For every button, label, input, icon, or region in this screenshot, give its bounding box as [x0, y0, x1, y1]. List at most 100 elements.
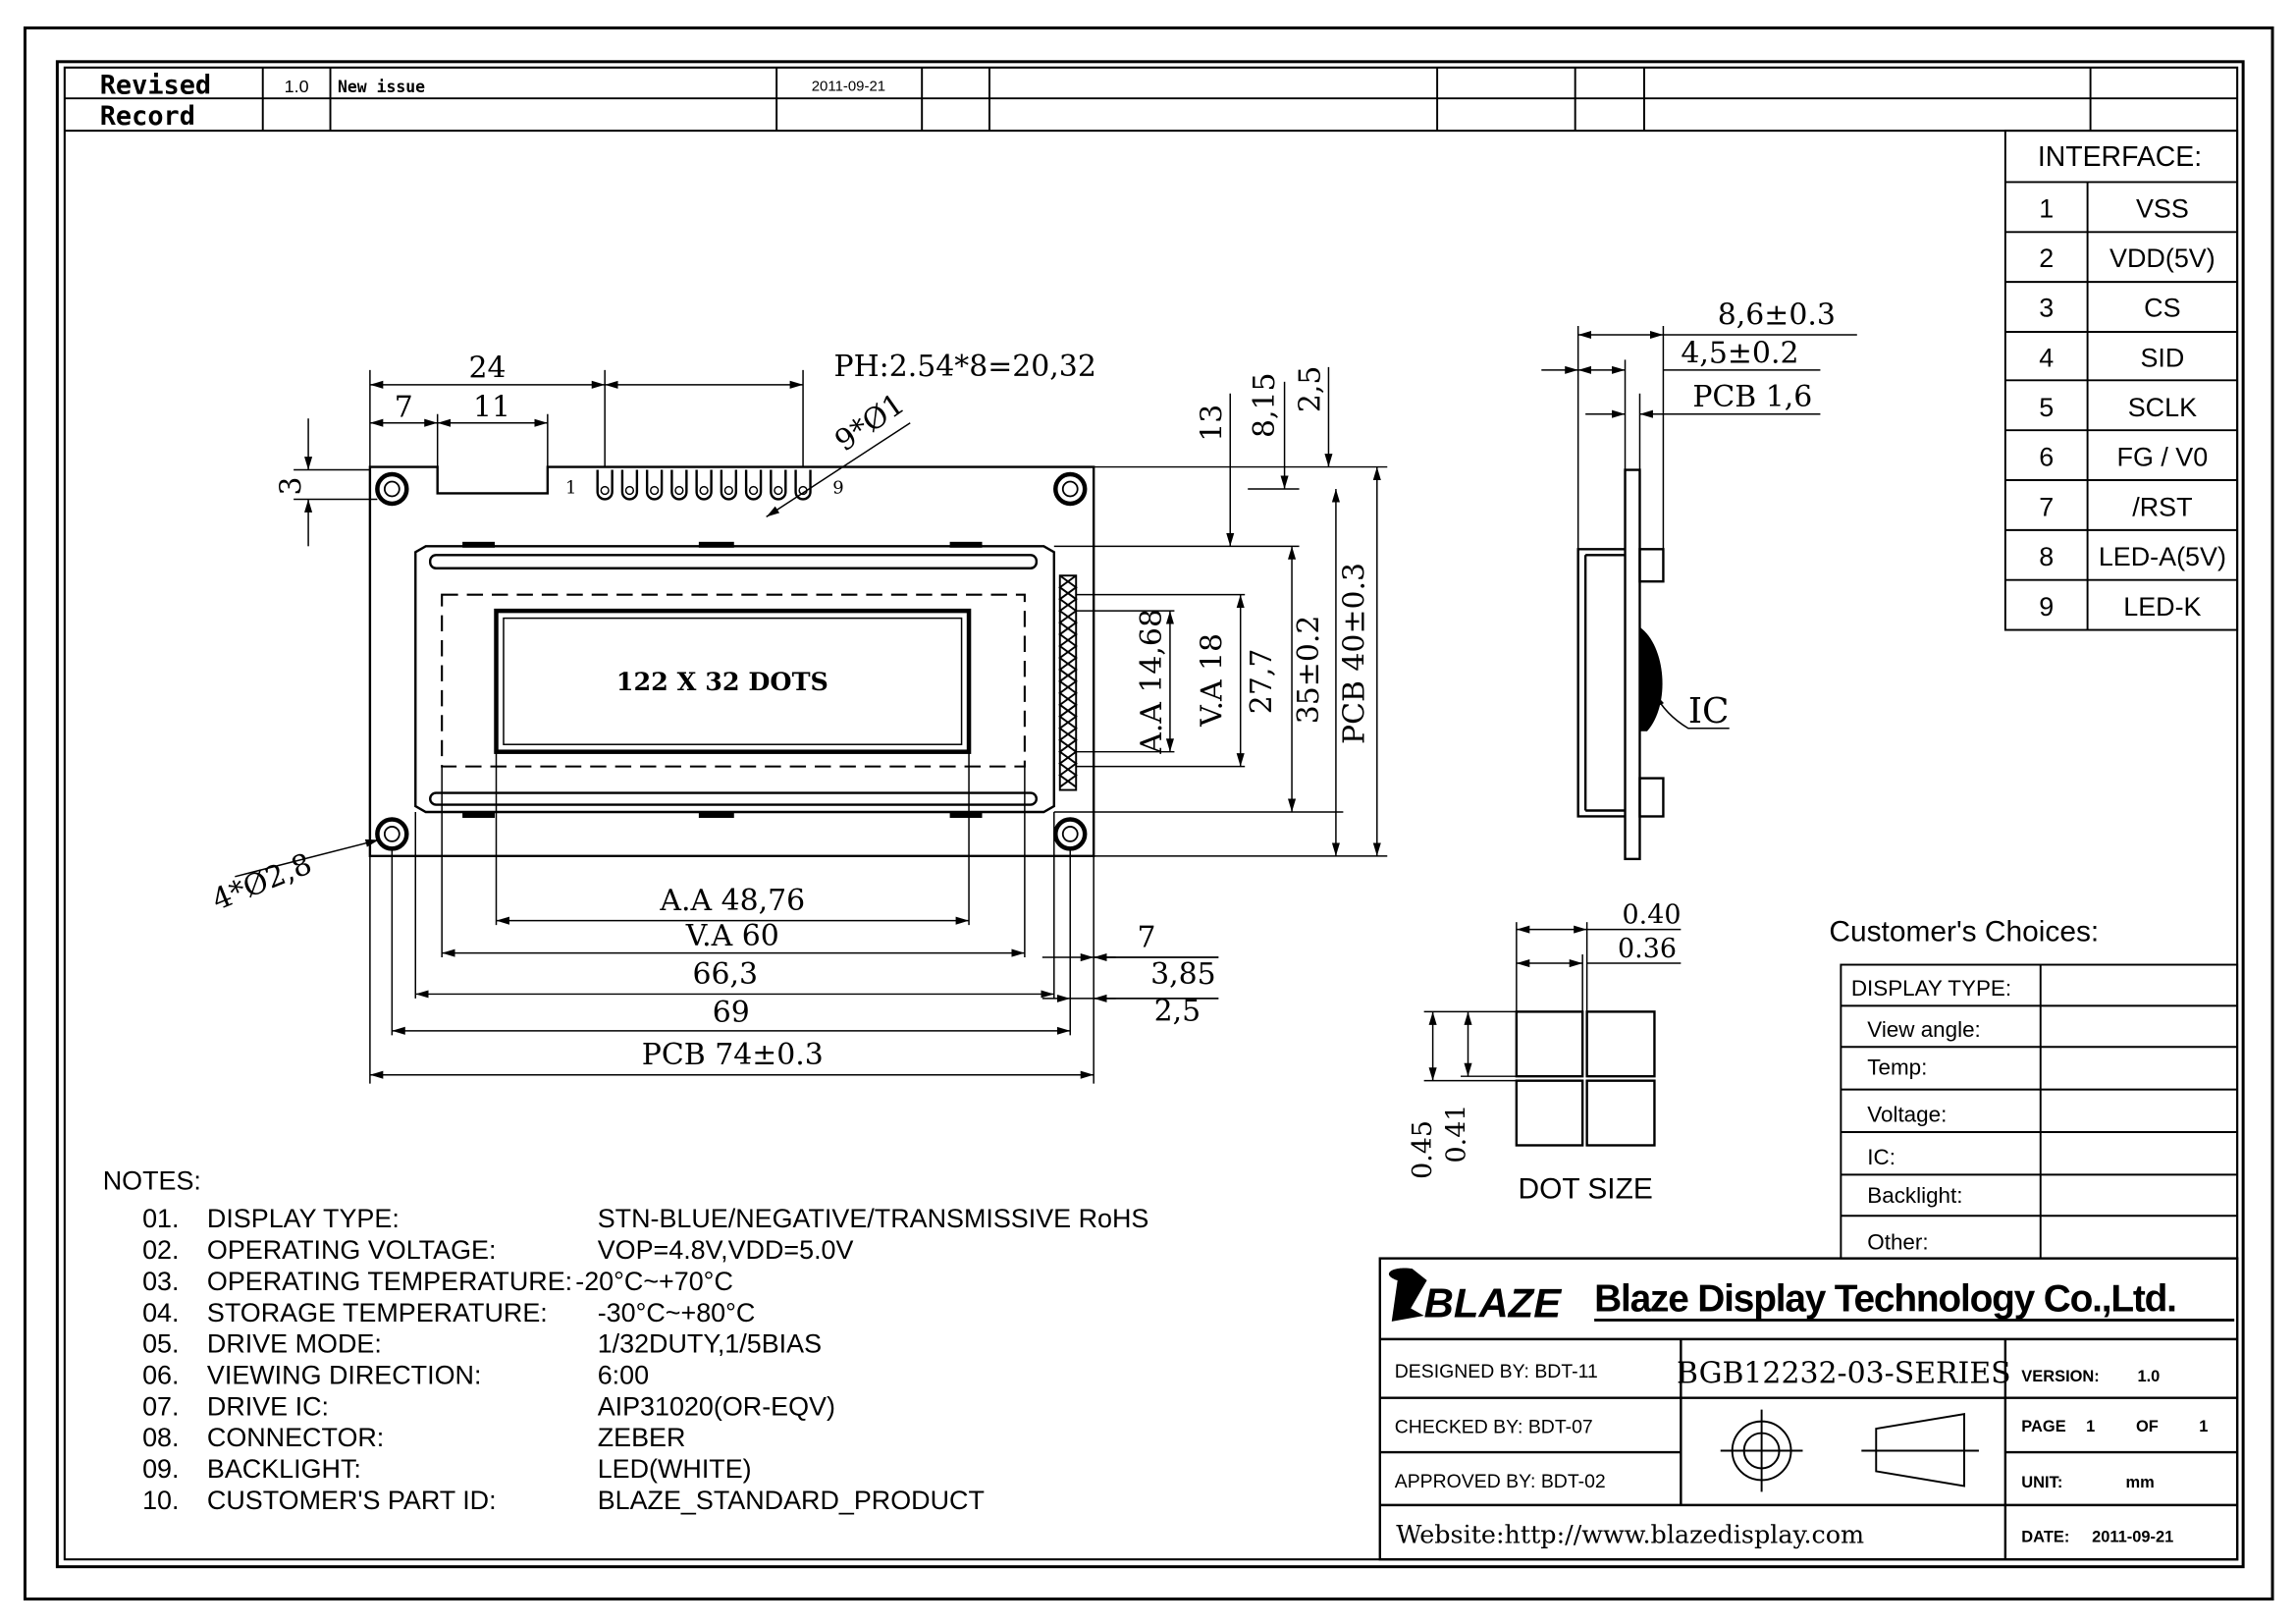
note-number: 09.	[142, 1454, 179, 1484]
note-value: AIP31020(OR-EQV)	[598, 1391, 835, 1421]
pin-number: 8	[2039, 542, 2054, 571]
dim-va-width: V.A 60	[685, 919, 779, 953]
pin-name: CS	[2144, 294, 2180, 323]
dot-size-title: DOT SIZE	[1519, 1172, 1653, 1205]
dim-right-25: 2,5	[1154, 994, 1201, 1028]
part-number: BGB12232-03-SERIES	[1677, 1357, 2011, 1391]
side-view: 8,6±0.3 4,5±0.2 PCB 1,6 IC	[1541, 298, 1857, 861]
pin-number: 1	[2039, 193, 2054, 223]
connector-pin-hole	[674, 485, 684, 496]
note-number: 10.	[142, 1486, 179, 1515]
note-label: VIEWING DIRECTION:	[207, 1360, 482, 1389]
connector-pin-hole	[748, 485, 759, 496]
connector-pin-hole	[624, 485, 635, 496]
notes: NOTES: 01.DISPLAY TYPE:STN-BLUE/NEGATIVE…	[103, 1165, 1149, 1515]
note-number: 05.	[142, 1329, 179, 1359]
pin-name: VDD(5V)	[2109, 244, 2216, 273]
date-label: DATE:	[2021, 1528, 2069, 1545]
note-label: BACKLIGHT:	[207, 1454, 361, 1484]
dot-height-inner: 0.41	[1442, 1105, 1472, 1164]
designed-by: DESIGNED BY: BDT-11	[1395, 1361, 1598, 1382]
connector-pin-hole	[774, 485, 783, 496]
pin-number: 5	[2039, 393, 2054, 422]
connector-pin	[645, 469, 664, 501]
pin-number: 9	[2039, 592, 2054, 622]
pin-name: SCLK	[2128, 393, 2197, 422]
note-label: OPERATING VOLTAGE:	[207, 1235, 497, 1265]
dim-va-height: V.A 18	[1195, 633, 1229, 728]
note-label: DRIVE MODE:	[207, 1329, 382, 1359]
note-value: 6:00	[598, 1360, 649, 1389]
date-value: 2011-09-21	[2092, 1528, 2173, 1545]
dim-right-7: 7	[1137, 921, 1155, 955]
pin-name: LED-K	[2123, 592, 2201, 622]
connector-pin	[670, 469, 688, 501]
side-dim-pcb: PCB 1,6	[1692, 380, 1812, 414]
front-dimensions: 24 7 11 PH:2.54*8=20,32 9*Ø1 3 4*Ø2,8 A.…	[207, 350, 1388, 1084]
dot-height-outer: 0.45	[1408, 1120, 1438, 1179]
display-dots-label: 122 X 32 DOTS	[616, 667, 828, 696]
revision-version: 1.0	[285, 77, 309, 96]
unit-value: mm	[2125, 1474, 2154, 1491]
dim-v-25: 2,5	[1293, 366, 1327, 413]
blaze-logo-text: BLAZE	[1424, 1279, 1563, 1326]
note-label: DISPLAY TYPE:	[207, 1204, 400, 1233]
pin-name: VSS	[2136, 193, 2189, 223]
pin-name: LED-A(5V)	[2099, 542, 2226, 571]
note-number: 07.	[142, 1391, 179, 1421]
note-number: 08.	[142, 1423, 179, 1452]
connector-pin-hole	[699, 485, 709, 496]
connector-pin	[720, 469, 738, 501]
connector-pin	[596, 469, 614, 501]
note-value: BLAZE_STANDARD_PRODUCT	[598, 1486, 985, 1515]
dot-width-inner: 0.36	[1618, 934, 1677, 964]
customer-choices: Customer's Choices: DISPLAY TYPE:View an…	[1829, 916, 2239, 1260]
blaze-logo: BLAZE	[1388, 1268, 1563, 1326]
of-value: 1	[2199, 1418, 2208, 1435]
dim-aa-height: A.A 14,68	[1135, 609, 1169, 755]
choice-label: IC:	[1867, 1145, 1896, 1169]
pin-number: 2	[2039, 244, 2054, 273]
dim-right-385: 3,85	[1150, 957, 1216, 992]
page-value: 1	[2086, 1418, 2095, 1435]
unit-label: UNIT:	[2021, 1474, 2062, 1491]
pin-name: SID	[2140, 343, 2184, 372]
pin-label-first: 1	[565, 477, 576, 498]
sheet-border	[23, 26, 2274, 1601]
projection-symbol	[1720, 1409, 1979, 1492]
connector-pin-hole	[600, 485, 610, 496]
notes-title: NOTES:	[103, 1165, 201, 1195]
version-value: 1.0	[2137, 1368, 2160, 1385]
dim-pitch: PH:2.54*8=20,32	[833, 350, 1095, 384]
pin-name: /RST	[2132, 492, 2192, 521]
note-value: LED(WHITE)	[598, 1454, 752, 1484]
dim-v-13: 13	[1195, 405, 1229, 442]
dim-width-663: 66,3	[693, 957, 759, 992]
pin-number: 6	[2039, 443, 2054, 472]
customer-choices-title: Customer's Choices:	[1829, 916, 2099, 948]
checked-by: CHECKED BY: BDT-07	[1395, 1417, 1593, 1438]
dim-top-24: 24	[469, 351, 507, 385]
dim-top-11: 11	[473, 391, 510, 425]
ic-blob	[1639, 626, 1663, 731]
of-label: OF	[2136, 1418, 2159, 1435]
connector-pin-hole	[650, 485, 660, 496]
connector-pin	[794, 469, 812, 501]
note-label: OPERATING TEMPERATURE:	[207, 1267, 572, 1296]
choice-label: Backlight:	[1867, 1183, 1962, 1208]
note-label: CUSTOMER'S PART ID:	[207, 1486, 497, 1515]
dim-top-7: 7	[395, 391, 413, 425]
dim-height-277: 27,7	[1245, 649, 1279, 715]
note-value: 1/32DUTY,1/5BIAS	[598, 1329, 822, 1359]
pin-number: 7	[2039, 492, 2054, 521]
dim-aa-width: A.A 48,76	[659, 884, 805, 918]
interface-title: INTERFACE:	[2038, 141, 2202, 173]
choice-label: Voltage:	[1867, 1103, 1947, 1127]
page-label: PAGE	[2021, 1418, 2065, 1435]
choice-label: DISPLAY TYPE:	[1851, 976, 2011, 1001]
connector-pin	[770, 469, 787, 501]
dim-mount-hole: 4*Ø2,8	[207, 846, 316, 917]
revision-label-line1: Revised	[100, 71, 211, 101]
pin-label-last: 9	[832, 477, 843, 498]
dim-pcb-height: PCB 40±0.3	[1337, 563, 1371, 744]
